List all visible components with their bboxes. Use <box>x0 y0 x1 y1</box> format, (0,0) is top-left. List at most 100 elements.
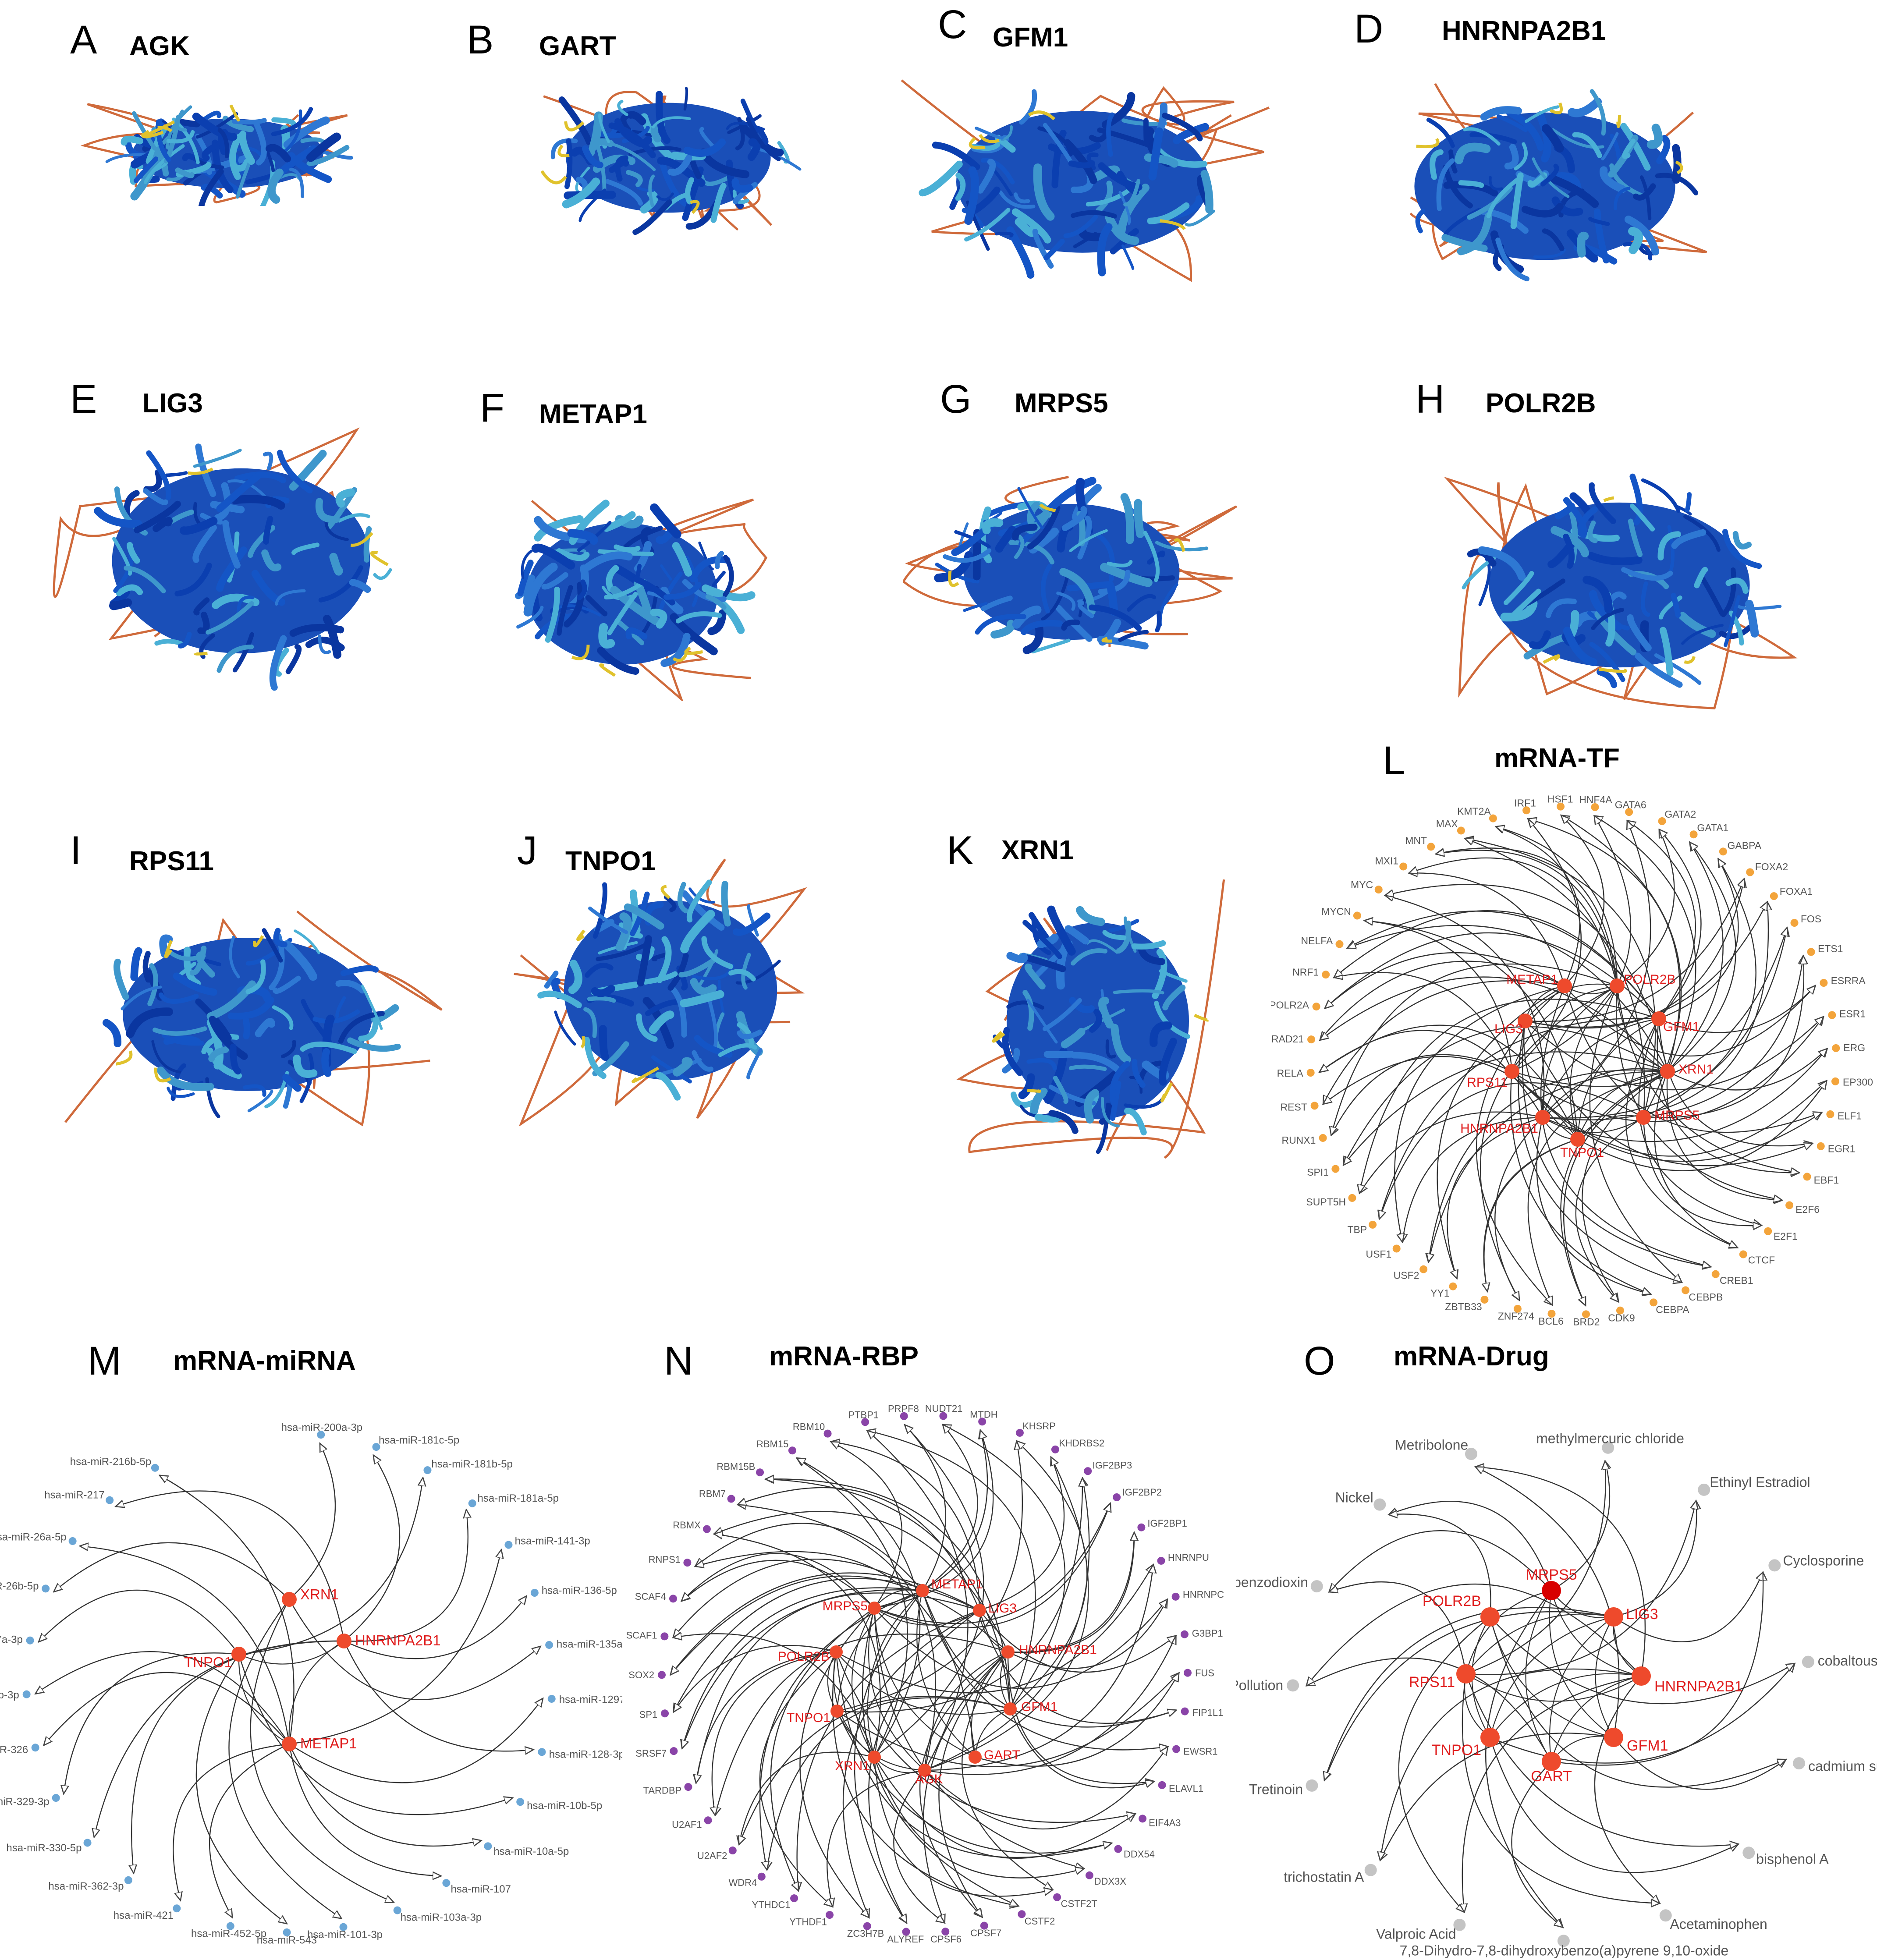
edge <box>1306 1583 1642 1686</box>
edge <box>868 1610 980 1923</box>
secondary-structure <box>1609 133 1622 163</box>
secondary-structure <box>1442 164 1473 209</box>
secondary-structure <box>358 1014 379 1042</box>
secondary-structure <box>591 985 615 997</box>
edge <box>1324 1611 1614 1780</box>
secondary-structure <box>682 579 727 603</box>
secondary-structure <box>1536 111 1552 163</box>
node-label: hsa-miR-26a-5p <box>0 1531 67 1543</box>
secondary-structure <box>1441 234 1488 252</box>
node-label: FOS <box>1801 913 1821 925</box>
node-dot <box>1547 1310 1556 1318</box>
secondary-structure <box>234 471 287 484</box>
edge <box>1551 1572 1763 1766</box>
low-confidence-segment <box>1684 656 1696 664</box>
secondary-structure <box>673 1057 693 1077</box>
hub-label: LIG3 <box>1494 1022 1523 1036</box>
node-label: Tretinoin <box>1249 1781 1303 1797</box>
node-dot <box>1310 1580 1323 1593</box>
network-node: ESRRA <box>1820 975 1866 987</box>
secondary-structure <box>1622 138 1636 159</box>
secondary-structure <box>563 581 584 628</box>
network-node: hsa-miR-27a-3p <box>0 1634 34 1645</box>
node-dot <box>547 1694 556 1703</box>
network-node: MNT <box>1405 835 1435 851</box>
node-label: hsa-miR-107 <box>451 1883 511 1895</box>
edge <box>1595 1616 1614 1738</box>
low-confidence-segment <box>992 1031 1005 1043</box>
secondary-structure <box>195 443 216 497</box>
secondary-structure <box>1118 630 1149 642</box>
edge <box>1465 1501 1696 1675</box>
edge <box>1489 1616 1614 1738</box>
node-dot <box>1828 1011 1836 1019</box>
node-dot <box>941 1928 950 1936</box>
secondary-structure <box>229 134 243 180</box>
secondary-structure <box>943 548 992 563</box>
secondary-structure <box>1106 112 1114 157</box>
panel-letter-c: C <box>938 2 967 47</box>
node-dot <box>538 1748 546 1756</box>
secondary-structure <box>1036 933 1059 948</box>
node-label: SCAF4 <box>635 1591 666 1602</box>
low-confidence-segment <box>1675 160 1683 174</box>
low-confidence-segment <box>1543 654 1561 664</box>
secondary-structure <box>1736 604 1782 610</box>
secondary-structure <box>282 1074 302 1092</box>
hub-label: GFM1 <box>1021 1700 1057 1714</box>
network-node: ALYREF <box>887 1928 924 1945</box>
secondary-structure <box>1037 126 1073 156</box>
node-label: KMT2A <box>1457 806 1491 817</box>
secondary-structure <box>266 144 291 163</box>
network-node: FUS <box>1183 1667 1214 1678</box>
hub-label: LIG3 <box>1626 1606 1658 1623</box>
edge <box>938 1652 1008 1917</box>
secondary-structure <box>272 1005 294 1030</box>
secondary-structure <box>126 1007 173 1038</box>
network-node: EWSR1 <box>1172 1745 1218 1757</box>
edge <box>64 1652 239 1794</box>
secondary-structure <box>1722 529 1762 569</box>
secondary-structure <box>678 958 716 978</box>
network-node: SRSF7 <box>635 1747 678 1759</box>
edge <box>868 1608 925 1771</box>
secondary-structure <box>134 500 181 534</box>
network-node: E2F1 <box>1764 1227 1798 1242</box>
node-dot <box>757 1872 766 1881</box>
node-dot <box>823 1429 832 1438</box>
node-dot <box>658 1671 666 1679</box>
network-node: CDK9 <box>1608 1306 1635 1323</box>
hub-node: AGK <box>915 1764 943 1786</box>
edge <box>767 1697 1011 1870</box>
secondary-structure <box>1685 492 1692 513</box>
node-label: RAD21 <box>1271 1033 1304 1045</box>
protein-structure-polr2b <box>1444 473 1798 709</box>
secondary-structure <box>554 1010 576 1046</box>
node-label: hsa-miR-543 <box>257 1934 317 1946</box>
node-label: GABPA <box>1728 840 1762 851</box>
node-label: hsa-miR-27a-3p <box>0 1634 23 1645</box>
secondary-structure <box>557 585 573 636</box>
edge <box>1542 1117 1644 1133</box>
secondary-structure <box>1724 595 1741 647</box>
network-node: E2F6 <box>1785 1201 1820 1215</box>
node-dot <box>1084 1467 1092 1475</box>
node-label: RBM15B <box>717 1461 755 1472</box>
edge <box>854 1590 923 1923</box>
secondary-structure <box>1458 180 1484 188</box>
secondary-structure <box>1589 642 1625 682</box>
node-label: ESRRA <box>1831 975 1866 986</box>
network-node: Ethinyl Estradiol <box>1698 1474 1810 1496</box>
secondary-structure <box>660 564 672 581</box>
edge <box>1409 873 1565 986</box>
network-node: hsa-miR-200a-3p <box>281 1422 362 1439</box>
edge <box>924 1565 1153 1771</box>
secondary-structure <box>306 132 341 162</box>
secondary-structure <box>373 568 392 580</box>
edge <box>836 1711 1112 1854</box>
edge <box>1658 985 1816 1033</box>
secondary-structure <box>1495 237 1529 282</box>
secondary-structure <box>1506 109 1544 151</box>
secondary-structure <box>981 158 1015 184</box>
secondary-structure <box>294 929 320 954</box>
